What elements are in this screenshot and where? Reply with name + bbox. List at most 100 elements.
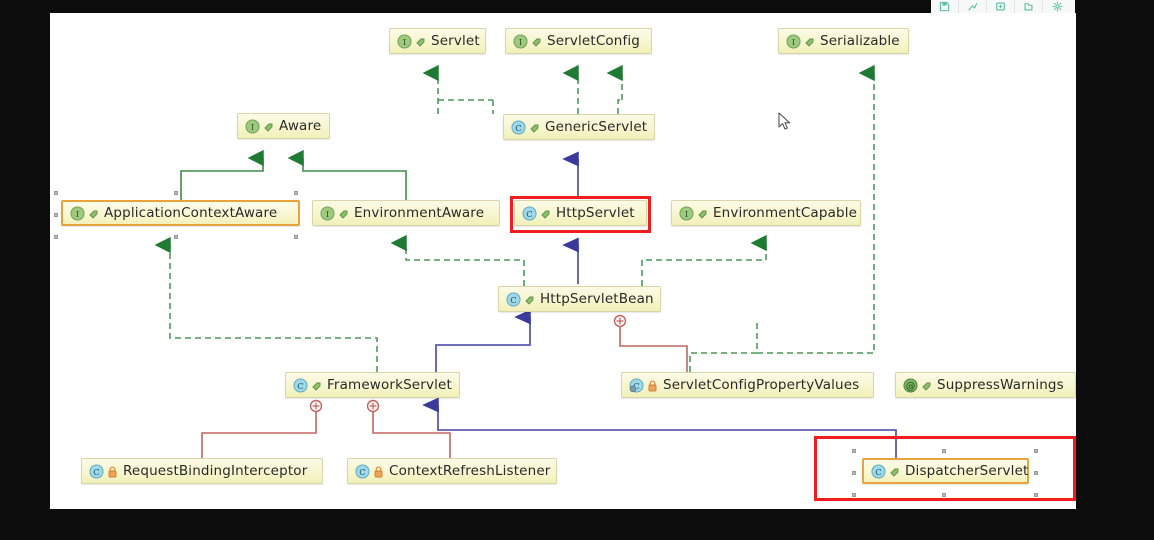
open-in-editor-icon[interactable]: [1015, 0, 1043, 14]
interface-icon: I: [513, 33, 528, 49]
svg-text:C: C: [359, 466, 365, 476]
svg-text:C: C: [93, 466, 99, 476]
edge-frameworkservlet-httpservletbean: [435, 309, 531, 372]
public-key-icon: [804, 35, 815, 48]
edge-suppresswarnings-serializable: [757, 64, 875, 354]
svg-text:I: I: [326, 208, 329, 218]
export-icon[interactable]: [987, 0, 1015, 14]
class-icon: C: [511, 119, 526, 135]
public-key-icon: [921, 379, 932, 392]
fit-content-icon[interactable]: [959, 0, 987, 14]
node-label: HttpServletBean: [540, 291, 654, 307]
node-label: Aware: [279, 118, 322, 134]
inner-class-plus-crl: [369, 402, 377, 410]
node-label: RequestBindingInterceptor: [123, 463, 308, 479]
node-application-context-aware[interactable]: I ApplicationContextAware: [61, 200, 300, 226]
class-icon: C: [871, 463, 886, 479]
edge-crl-inner-frameworkservlet: [372, 407, 451, 458]
diagram-toolbar: [931, 0, 1075, 14]
interface-icon: I: [679, 205, 694, 221]
inner-class-plus-httpservletbean: [616, 317, 624, 325]
node-label: Serializable: [820, 33, 900, 49]
inner-class-plus-rbi: [312, 402, 320, 410]
public-key-icon: [540, 207, 551, 220]
node-servlet-config-property-values[interactable]: C ServletConfigPropertyValues: [621, 372, 874, 398]
node-label: EnvironmentCapable: [713, 205, 858, 221]
node-aware[interactable]: I Aware: [237, 113, 330, 139]
node-label: ApplicationContextAware: [104, 205, 278, 221]
node-label: HttpServlet: [556, 205, 635, 221]
node-dispatcher-servlet[interactable]: C DispatcherServlet: [862, 458, 1029, 484]
node-generic-servlet[interactable]: C GenericServlet: [503, 114, 655, 140]
settings-gear-icon[interactable]: [1043, 0, 1071, 14]
node-label: ContextRefreshListener: [389, 463, 551, 479]
private-lock-icon: [647, 379, 658, 392]
node-http-servlet[interactable]: C HttpServlet: [514, 200, 647, 226]
node-label: SuppressWarnings: [937, 377, 1064, 393]
edge-generic-servlet-serializable-leg: [617, 99, 622, 114]
public-key-icon: [697, 207, 708, 220]
interface-icon: I: [245, 118, 260, 134]
node-context-refresh-listener[interactable]: C ContextRefreshListener: [347, 458, 557, 484]
class-icon: C: [522, 205, 537, 221]
edge-scpv-inner-httpservletbean: [619, 320, 688, 372]
interface-icon: I: [70, 205, 85, 221]
svg-text:I: I: [76, 208, 79, 218]
public-key-icon: [263, 120, 274, 133]
private-lock-icon: [107, 465, 118, 478]
class-icon: C: [293, 377, 308, 393]
edge-envaware-aware: [287, 149, 407, 200]
edge-frameworkservlet-appctxaware: [154, 236, 378, 372]
edge-appctxaware-aware: [180, 149, 264, 200]
node-environment-capable[interactable]: I EnvironmentCapable: [671, 200, 861, 226]
node-label: ServletConfigPropertyValues: [663, 377, 860, 393]
node-label: DispatcherServlet: [905, 463, 1029, 479]
edge-rbi-inner-frameworkservlet: [201, 407, 317, 458]
node-framework-servlet[interactable]: C FrameworkServlet: [285, 372, 460, 398]
public-key-icon: [529, 121, 540, 134]
node-label: FrameworkServlet: [327, 377, 452, 393]
node-request-binding-interceptor[interactable]: C RequestBindingInterceptor: [81, 458, 323, 484]
node-label: ServletConfig: [547, 33, 641, 49]
class-private-icon: C: [355, 463, 370, 479]
class-private-icon: C: [629, 377, 644, 393]
svg-text:C: C: [526, 208, 532, 218]
node-servlet[interactable]: I Servlet: [389, 28, 486, 54]
svg-text:C: C: [633, 380, 639, 390]
node-label: GenericServlet: [545, 119, 648, 135]
svg-text:C: C: [297, 380, 303, 390]
highlight-box-http-servlet: [510, 196, 651, 233]
interface-icon: I: [320, 205, 335, 221]
class-icon: C: [506, 291, 521, 307]
node-environment-aware[interactable]: I EnvironmentAware: [312, 200, 500, 226]
public-key-icon: [88, 207, 99, 220]
node-servlet-config[interactable]: I ServletConfig: [505, 28, 652, 54]
public-key-icon: [531, 35, 542, 48]
node-label: EnvironmentAware: [354, 205, 485, 221]
edge-layer: [154, 64, 897, 458]
svg-text:I: I: [685, 208, 688, 218]
private-lock-icon: [373, 465, 384, 478]
public-key-icon: [415, 35, 426, 48]
svg-text:C: C: [515, 122, 521, 132]
node-suppress-warnings[interactable]: @ SuppressWarnings: [895, 372, 1076, 398]
edge-scpv-suppresswarnings: [689, 319, 758, 372]
svg-text:I: I: [519, 36, 522, 46]
node-http-servlet-bean[interactable]: C HttpServletBean: [498, 286, 661, 312]
highlight-box-dispatcher-servlet: [814, 436, 1076, 501]
public-key-icon: [338, 207, 349, 220]
save-icon[interactable]: [931, 0, 959, 14]
node-label: Servlet: [431, 33, 480, 49]
edge-dispatcherservlet-frameworkservlet: [422, 397, 897, 458]
interface-icon: I: [786, 33, 801, 49]
svg-text:I: I: [251, 121, 254, 131]
diagram-canvas[interactable]: I Servlet I ServletConfig I Serializable…: [50, 13, 1076, 509]
public-key-icon: [524, 293, 535, 306]
public-key-icon: [311, 379, 322, 392]
svg-text:@: @: [906, 381, 915, 392]
node-serializable[interactable]: I Serializable: [778, 28, 909, 54]
svg-text:I: I: [403, 36, 406, 46]
svg-text:C: C: [510, 294, 516, 304]
class-private-icon: C: [89, 463, 104, 479]
